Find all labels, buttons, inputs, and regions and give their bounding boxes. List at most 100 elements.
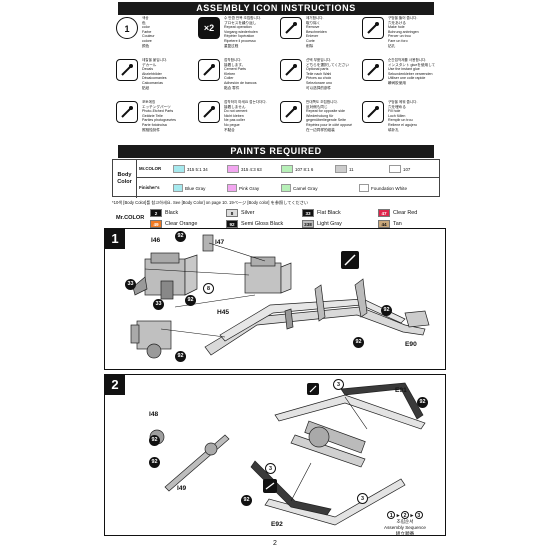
icon-instruction-text: 제거합니다. 取り除く Remove Beschneiden Enlever C… (306, 16, 327, 48)
step-1-illustration (130, 234, 430, 359)
icon-instruction-text: 접착하지 마세요 접는다더다. 接着しません Do not cement Nic… (224, 100, 267, 132)
icon-instruction-text: 접착합니다. 接着します。 Cement Parts Kleben Coller… (224, 58, 257, 90)
finisher-cell: Blue Gray (173, 183, 205, 193)
sequence-steps: 1 ▸ 2 ▸ 3 (375, 511, 435, 519)
paint-mix-cell: 11 (335, 164, 354, 174)
paint-ref: 92 (175, 231, 186, 242)
icon-instruction-cell: 포토에칭 エッチングパーツ Photo-Etched Parts Geätzte… (112, 99, 194, 141)
paint-ref: 92 (175, 351, 186, 362)
paint-mix-text: 107 (403, 166, 411, 172)
icon-instruction-text: 반대쪽도 조립합니다. 反対側も同じ Repeat for opposite s… (306, 100, 352, 132)
mr-color-number: 338 (302, 219, 314, 228)
decal-icon (116, 59, 138, 81)
paint-ref: 33 (125, 279, 136, 290)
icon-instructions-title: ASSEMBLY ICON INSTRUCTIONS (118, 2, 434, 15)
step-number: 2 (105, 375, 125, 395)
finisher-cell: Camel Gray (281, 183, 318, 193)
mr-color-name: Black (165, 209, 179, 216)
sequence-ref: 3 (357, 493, 368, 504)
paint-mix-text: 107 8:1 6 (295, 166, 314, 172)
mr-color-number: 8 (226, 208, 238, 217)
drill-hole-icon (362, 17, 384, 39)
mr-color-name: Clear Red (393, 209, 418, 216)
paint-mix-cell: 107 8:1 6 (281, 164, 313, 174)
paint-ref: 92 (417, 397, 428, 408)
paint-ref: 92 (241, 495, 252, 506)
photo-etched-icon (116, 101, 138, 123)
icon-instruction-text: 구멍을 뚫어 줍니다. 穴をあける Make hole Bohrung anbr… (388, 16, 419, 48)
paint-ref: 33 (153, 299, 164, 310)
paint-ref: 92 (185, 295, 196, 306)
paint-note: *10색 [Body Color]를 참고하세요. See [Body Colo… (112, 200, 309, 205)
repeat-opposite-icon (280, 101, 302, 123)
step-2-panel: 2 I48 I49 E91 E92 92 92 92 (104, 374, 446, 536)
finisher-text: Pink Gray (239, 185, 260, 191)
icon-instruction-cell: 반대쪽도 조립합니다. 反対側も同じ Repeat for opposite s… (276, 99, 358, 141)
step-2-illustration (149, 382, 426, 526)
sequence-label: 조립순서 Assembly Sequence 組立順番 (384, 519, 426, 536)
icon-instruction-text: 구멍을 메워 줍니다. 穴を埋める Fill hole Loch füllen … (388, 100, 418, 132)
paint-mix-text: 315 4:3 63 (241, 166, 262, 172)
paint-swatch (359, 184, 369, 192)
optional-parts-icon (280, 59, 302, 81)
icon-instruction-cell: 1 색상 色 color Farbe Couleur colore 颜色 (112, 15, 194, 57)
mr-color-name: Tan (393, 220, 402, 227)
repeat-x2-icon: ×2 (198, 17, 220, 39)
icon-instruction-text: 수 만큼 반복 조립합니다. プロセスを繰り返し Repeat operatio… (224, 16, 262, 48)
assembly-sequence: 1 ▸ 2 ▸ 3 조립순서 Assembly Sequence 組立順番 (375, 511, 435, 537)
knife-remove-icon (280, 17, 302, 39)
paint-ref: 92 (381, 305, 392, 316)
icon-instruction-cell: 순간접착제를 사용합니다. インスタント glueを使用して Use the i… (358, 57, 440, 99)
icon-instruction-cell: 접착합니다. 接着します。 Cement Parts Kleben Coller… (194, 57, 276, 99)
part-label-e92: E92 (271, 521, 283, 528)
icon-instruction-text: 포토에칭 エッチングパーツ Photo-Etched Parts Geätzte… (142, 100, 176, 132)
paint-row-head: Mr.COLOR (139, 166, 162, 171)
paint-mix-text: 315 5:1 34 (187, 166, 208, 172)
paint-row-finishers: Finisher's Blue Gray Pink Gray Camel Gray F… (137, 179, 440, 197)
paint-swatch (281, 184, 291, 192)
paint-table: Body Color Mr.COLOR 315 5:1 34 315 4:3 63… (112, 159, 440, 198)
part-label-e91: E91 (395, 387, 407, 394)
paint-ref: 8 (203, 283, 214, 294)
paint-row-head: Finisher's (139, 185, 160, 190)
number-1-icon: 1 (116, 17, 138, 39)
paint-swatch (173, 184, 183, 192)
paint-mix-text: 11 (349, 166, 354, 172)
part-label-i49: I49 (177, 485, 187, 492)
icon-instruction-cell: 선택 부품입니다. どちらを選択してください Optional parts Te… (276, 57, 358, 99)
paint-swatch (281, 165, 293, 173)
mr-color-number: 33 (302, 208, 314, 217)
step-1-panel: 1 (104, 228, 446, 370)
part-label-i48: I48 (149, 411, 159, 418)
paint-swatch (227, 184, 237, 192)
paint-row-mrcolor: Mr.COLOR 315 5:1 34 315 4:3 63 107 8:1 6 11… (137, 160, 440, 178)
paint-mix-cell: 107 (389, 164, 410, 174)
finisher-cell: Foundation White (359, 183, 407, 193)
sequence-ref: 3 (265, 463, 276, 474)
sequence-ref: 3 (333, 379, 344, 390)
paint-mix-cell: 315 5:1 34 (173, 164, 208, 174)
icon-instruction-text: 색상 色 color Farbe Couleur colore 颜色 (142, 16, 155, 48)
paint-swatch (227, 165, 239, 173)
mr-color-name: Silver (241, 209, 255, 216)
finisher-cell: Pink Gray (227, 183, 259, 193)
no-cement-icon (198, 101, 220, 123)
mr-color-number: 47 (378, 208, 390, 217)
icon-instruction-text: 선택 부품입니다. どちらを選択してください Optional parts Te… (306, 58, 349, 90)
body-color-label: Body Color (113, 160, 137, 198)
icon-instruction-cell: 구멍을 메워 줍니다. 穴を埋める Fill hole Loch füllen … (358, 99, 440, 141)
mr-color-name: Light Gray (317, 220, 342, 227)
part-label-h45: H45 (217, 309, 230, 316)
step-number: 1 (105, 229, 125, 249)
paint-swatch (335, 165, 347, 173)
icon-instruction-text: 데칼을 붙입니다. デカール Decals Abziehbilder Décal… (142, 58, 168, 90)
paint-swatch (173, 165, 185, 173)
finisher-text: Blue Gray (185, 185, 206, 191)
mr-color-name: Flat Black (317, 209, 341, 216)
